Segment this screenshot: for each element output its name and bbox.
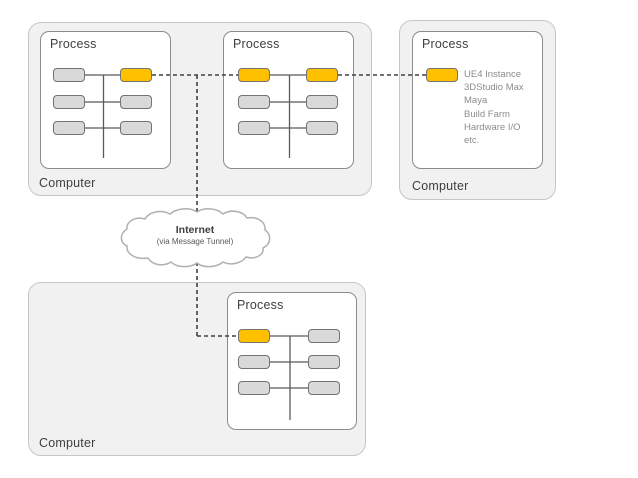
process-label: Process: [233, 37, 280, 51]
annotation-line: 3DStudio Max: [464, 82, 524, 94]
cloud-subtitle: (via Message Tunnel): [156, 237, 234, 246]
process-node-gray: [306, 95, 338, 109]
process-node-orange: [120, 68, 152, 82]
process-annotation-list: UE4 Instance 3DStudio Max Maya Build Far…: [464, 68, 524, 147]
process-label: Process: [237, 298, 284, 312]
process-node-gray: [308, 329, 340, 343]
internet-cloud-label: Internet (via Message Tunnel): [122, 224, 268, 246]
process-node-gray: [53, 68, 85, 82]
computer-label: Computer: [39, 436, 96, 450]
cloud-title: Internet: [175, 224, 215, 236]
process-node-gray: [308, 355, 340, 369]
process-node-gray: [238, 355, 270, 369]
annotation-line: etc.: [464, 135, 480, 147]
computer-label: Computer: [39, 176, 96, 190]
process-node-gray: [120, 121, 152, 135]
process-node-gray: [53, 95, 85, 109]
annotation-line: Build Farm: [464, 108, 510, 120]
computer-label: Computer: [412, 179, 469, 193]
annotation-line: Maya: [464, 95, 488, 107]
process-node-gray: [238, 121, 270, 135]
annotation-line: Hardware I/O: [464, 121, 521, 133]
process-node-orange: [426, 68, 458, 82]
process-node-gray: [238, 95, 270, 109]
annotation-line: UE4 Instance: [464, 69, 522, 80]
process-label: Process: [50, 37, 97, 51]
process-node-gray: [306, 121, 338, 135]
process-node-orange: [238, 68, 270, 82]
process-node-gray: [120, 95, 152, 109]
process-label: Process: [422, 37, 469, 51]
process-node-gray: [308, 381, 340, 395]
process-node-orange: [306, 68, 338, 82]
process-box-c: Process: [412, 31, 543, 169]
process-node-gray: [238, 381, 270, 395]
process-node-gray: [53, 121, 85, 135]
process-node-orange: [238, 329, 270, 343]
